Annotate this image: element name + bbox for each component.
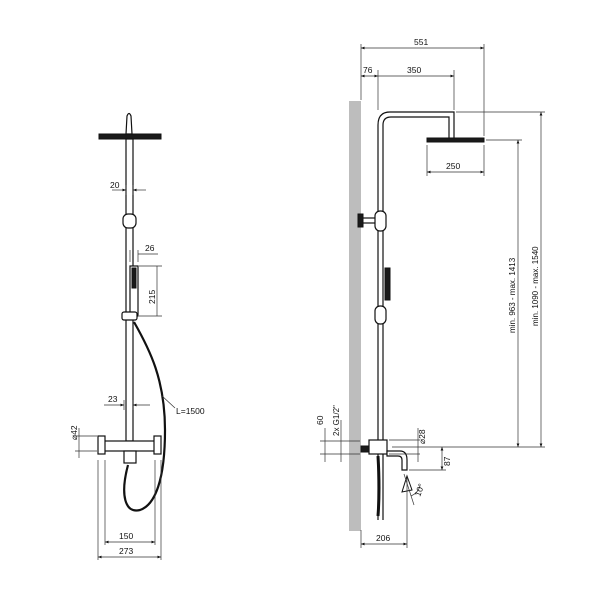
- wall: [349, 101, 361, 531]
- dim-angle: 10°: [412, 482, 426, 498]
- front-view: 20 26 215 23 L=1500 ⌀42 150 27: [69, 112, 205, 560]
- dim-76: 76: [363, 65, 373, 75]
- side-slider: [374, 305, 387, 325]
- dim-26: 26: [145, 243, 155, 253]
- front-shower-head: [98, 133, 162, 140]
- dim-28: ⌀28: [417, 429, 427, 444]
- dim-551: 551: [414, 37, 428, 47]
- front-spout: [123, 450, 137, 464]
- dim-273: 273: [119, 546, 133, 556]
- side-view: 551 76 350 250 min. 963 - max. 1413 min.…: [315, 37, 545, 548]
- front-rail-joint: [122, 213, 137, 229]
- dim-150: 150: [119, 531, 133, 541]
- side-hose: [376, 455, 381, 517]
- dim-350: 350: [407, 65, 421, 75]
- dim-thread: 2x G1/2": [332, 405, 341, 436]
- dim-20: 20: [110, 180, 120, 190]
- side-mixer-body: [368, 439, 388, 455]
- front-hand-shower-face: [131, 267, 137, 289]
- front-thermostat: [99, 440, 161, 452]
- dim-23: 23: [108, 394, 118, 404]
- front-head-arm: [125, 112, 133, 135]
- dim-60: 60: [315, 415, 325, 425]
- side-rail-joint: [374, 210, 387, 232]
- dim-height-b: min. 1090 - max. 1540: [531, 246, 540, 326]
- dim-87: 87: [442, 456, 452, 466]
- side-spout: [386, 450, 408, 471]
- dim-42: ⌀42: [69, 425, 79, 440]
- front-slider: [121, 311, 138, 321]
- side-rail: [377, 111, 455, 520]
- side-hand-shower: [384, 267, 391, 301]
- dim-206: 206: [376, 533, 390, 543]
- front-hose: [123, 321, 167, 512]
- dim-height-a: min. 963 - max. 1413: [508, 257, 517, 333]
- dim-215: 215: [147, 290, 157, 304]
- side-shower-head: [426, 137, 485, 143]
- dim-hose-length: L=1500: [176, 406, 205, 416]
- front-knob-right: [153, 435, 162, 455]
- dim-250: 250: [446, 161, 460, 171]
- front-knob-left: [97, 435, 106, 455]
